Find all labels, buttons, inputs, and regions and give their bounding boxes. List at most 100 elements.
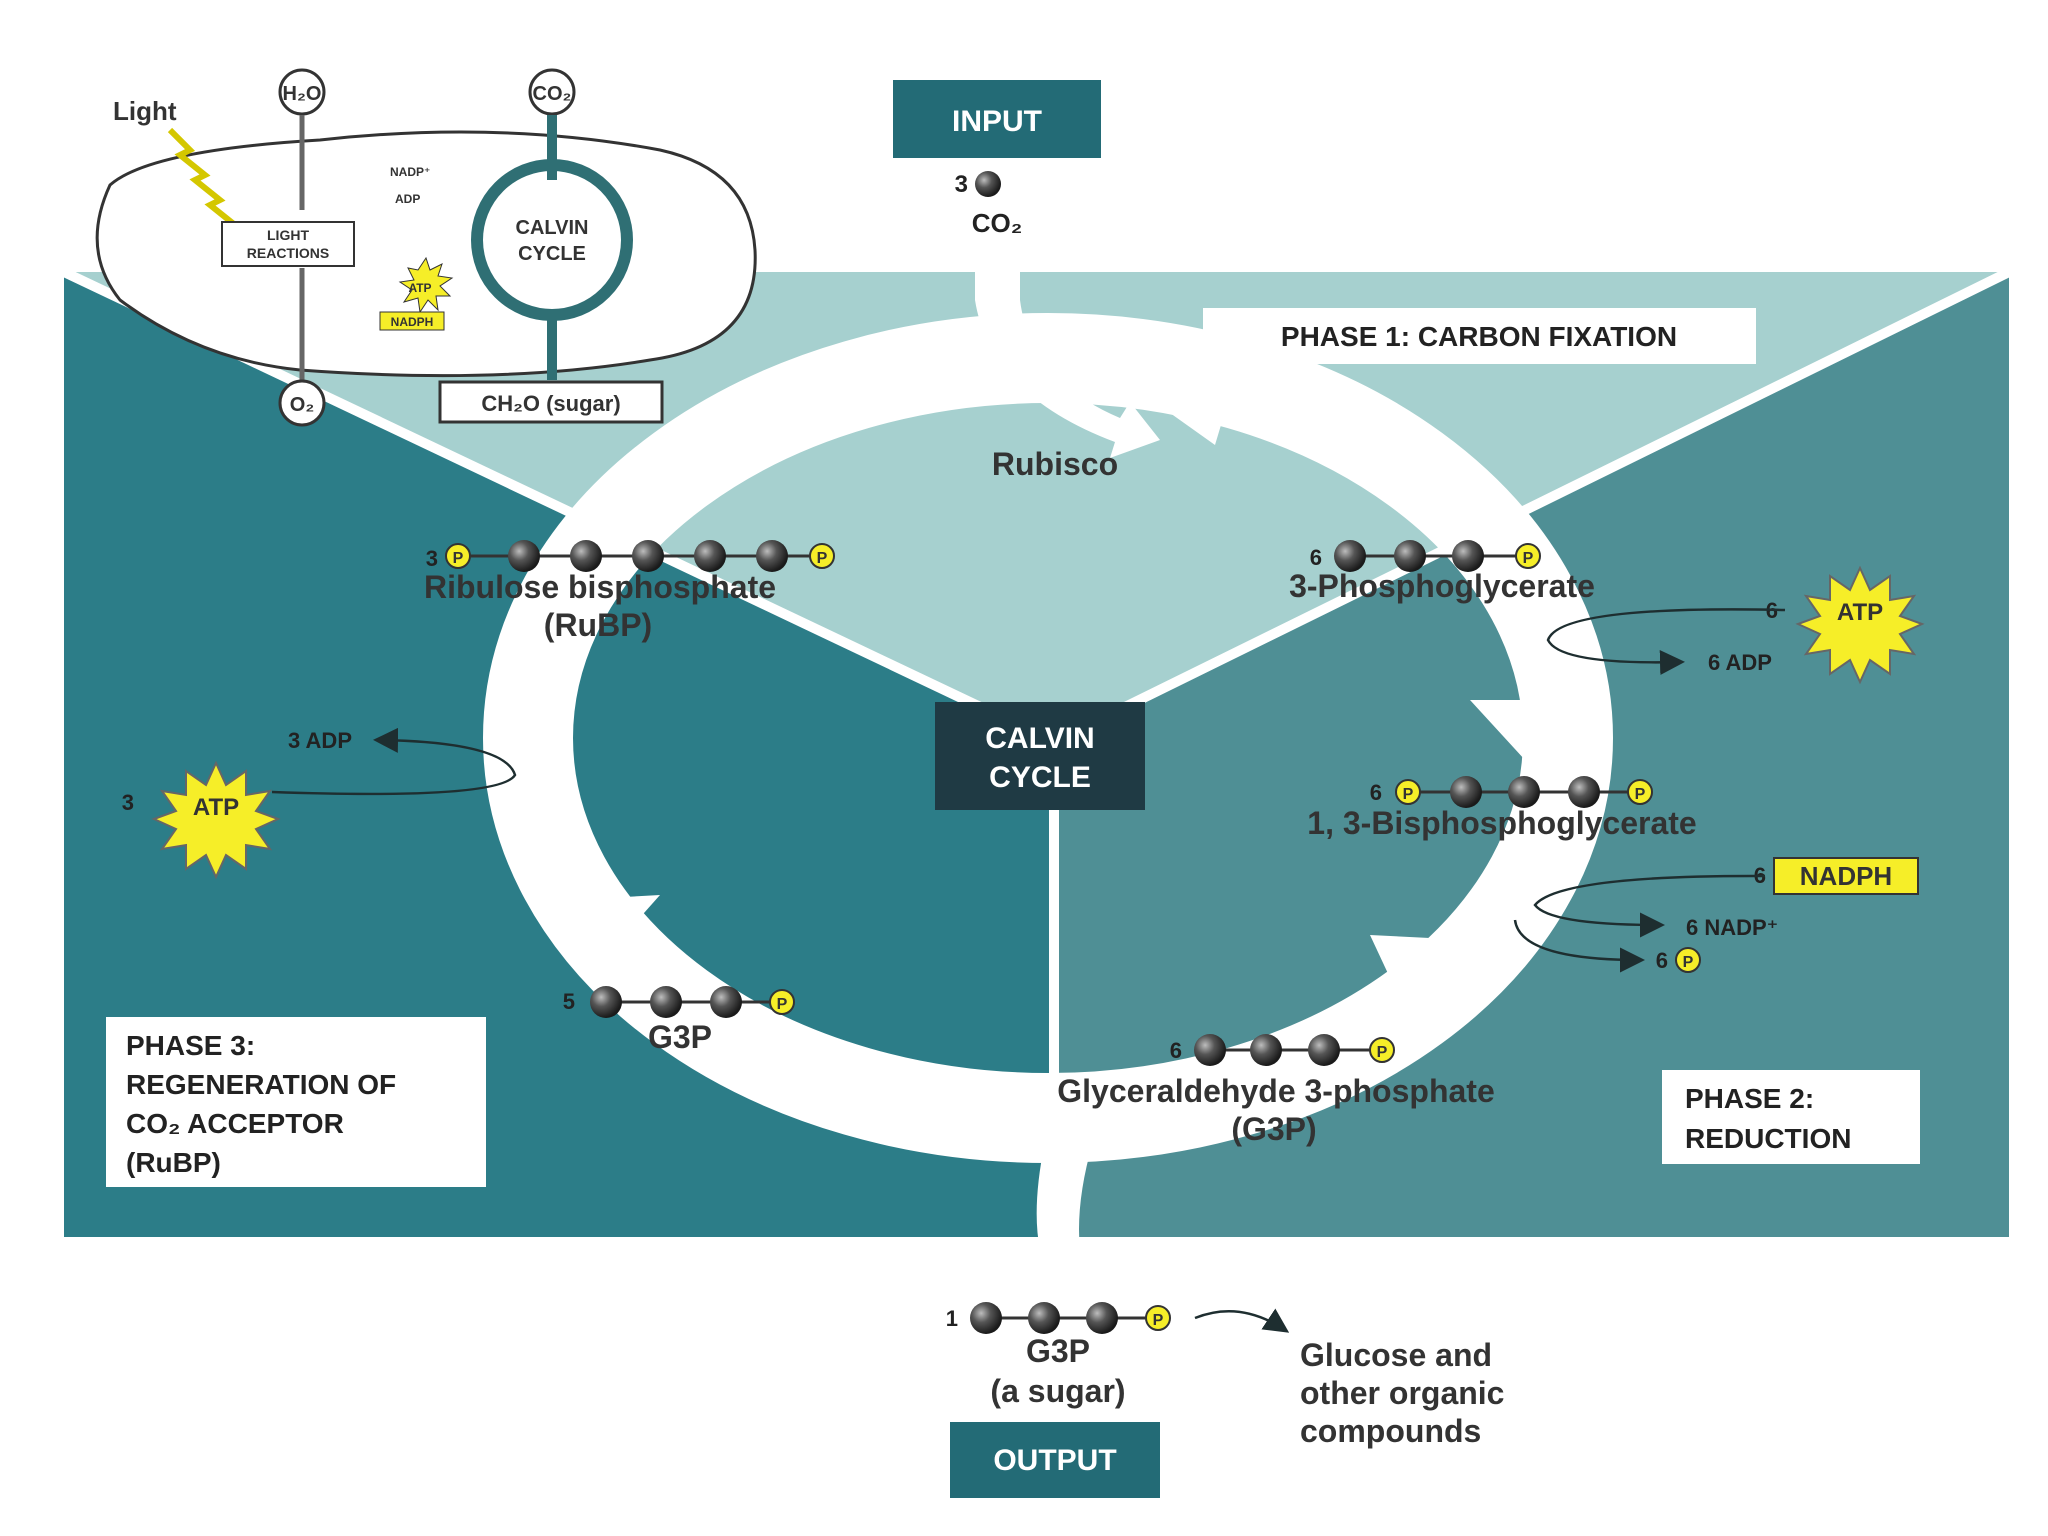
output-dest-3: compounds [1300, 1413, 1481, 1449]
inset-calvin-1: CALVIN [516, 217, 589, 239]
inset-h2o: H₂O [283, 83, 322, 105]
divider-right [1051, 267, 2012, 747]
phase2-line2: REDUCTION [1685, 1123, 1851, 1154]
ring-arrowhead-right-1 [1470, 700, 1575, 760]
carbon-ball [1394, 540, 1426, 572]
phosphate-label: P [817, 550, 828, 567]
phosphate-icon [1515, 543, 1541, 569]
carbon-ball [1568, 776, 1600, 808]
inset-nadp: NADP⁺ [390, 165, 430, 179]
input-group: INPUT 3 CO₂ [893, 80, 1101, 238]
pga-name: 3-Phosphoglycerate [1289, 568, 1595, 604]
step2-p-count: 6 [1656, 948, 1668, 973]
step1-adp: 6 ADP [1708, 650, 1772, 675]
step3-atp: ATP [193, 794, 239, 821]
inset-light-reactions-2: REACTIONS [247, 245, 329, 261]
g3p5-count: 5 [563, 989, 575, 1014]
step1-arrow [1546, 608, 1786, 675]
carbon-ball [1308, 1034, 1340, 1066]
carbon-ball [694, 540, 726, 572]
g3p5-name: G3P [648, 1019, 712, 1055]
ring-arrowhead-top [1135, 388, 1230, 445]
phosphate-icon [1145, 1305, 1171, 1331]
input-count: 3 [955, 171, 968, 198]
phosphate-icon [1369, 1037, 1395, 1063]
input-carbon-ball [975, 171, 1001, 197]
center-box [935, 702, 1145, 810]
output-count: 1 [946, 1306, 958, 1331]
inset-calvin-2: CYCLE [518, 243, 586, 265]
carbon-ball [1194, 1034, 1226, 1066]
step2-nadph-box [1773, 857, 1919, 895]
chloroplast-outline [95, 130, 757, 378]
step2-nadph: NADPH [1800, 861, 1892, 891]
input-co2: CO₂ [972, 208, 1023, 238]
output-sub: (a sugar) [990, 1373, 1125, 1409]
phosphate-label: P [1153, 1312, 1164, 1329]
ring-arrowhead-left-3 [505, 650, 575, 700]
carbon-ball [970, 1302, 1002, 1334]
phosphate-label: P [1377, 1044, 1388, 1061]
step3-atp-count: 3 [122, 790, 134, 815]
step2-nadp: 6 NADP⁺ [1686, 915, 1778, 940]
phosphate-icon [1395, 779, 1421, 805]
inset-atp-star-icon [398, 256, 454, 314]
phase3-line3: CO₂ ACCEPTOR [126, 1108, 344, 1139]
center-line2: CYCLE [989, 761, 1091, 794]
light-zigzag-icon [167, 127, 237, 228]
rubp-abbr: (RuBP) [544, 607, 652, 643]
rubp-molecule: 3 P P Ribulose bisphosphate (RuBP) [424, 540, 835, 643]
step1-atp: ATP [1837, 599, 1883, 626]
carbon-ball [710, 986, 742, 1018]
step2-p-arrow [1513, 919, 1645, 973]
sugar-box [438, 380, 664, 424]
center-line1: CALVIN [985, 722, 1094, 755]
phosphate-icon [769, 989, 795, 1015]
bpg-count: 6 [1370, 780, 1382, 805]
cycle-ring [483, 313, 1613, 1163]
carbon-ball [632, 540, 664, 572]
carbon-ball [1334, 540, 1366, 572]
rubp-name: Ribulose bisphosphate [424, 569, 776, 605]
output-dest-2: other organic [1300, 1375, 1504, 1411]
output-group: 1 P G3P (a sugar) OUTPUT Glucose and oth… [946, 1302, 1504, 1498]
carbon-ball [1450, 776, 1482, 808]
step2-energy: 6 NADPH 6 NADP⁺ 6 P [1513, 857, 1919, 973]
inset-light-reactions-1: LIGHT [267, 227, 309, 243]
inset-nadph: NADPH [391, 315, 434, 329]
output-name: G3P [1026, 1333, 1090, 1369]
phase1-label: PHASE 1: CARBON FIXATION [1281, 321, 1677, 352]
phase3-line2: REGENERATION OF [126, 1069, 396, 1100]
g3p-name: Glyceraldehyde 3-phosphate [1057, 1073, 1494, 1109]
carbon-ball [1028, 1302, 1060, 1334]
phosphate-icon [809, 543, 835, 569]
step1-energy: 6 ATP 6 ADP [1546, 565, 1925, 685]
phase2-box [1662, 1070, 1920, 1164]
g3p-molecule: 6 P Glyceraldehyde 3-phosphate (G3P) [1057, 1034, 1495, 1147]
step1-atp-star-icon [1795, 565, 1925, 685]
phosphate-icon [1675, 947, 1701, 973]
phosphate-label: P [453, 550, 464, 567]
bpg-molecule: 6 P P 1, 3-Bisphosphoglycerate [1307, 776, 1697, 841]
output-dest-arrow [1194, 1308, 1290, 1333]
inset-light-label: Light [113, 96, 177, 126]
phosphate-label: P [1683, 954, 1694, 971]
rubp-count: 3 [426, 546, 438, 571]
output-arrow [1010, 1120, 1110, 1295]
phosphate-label: P [777, 996, 788, 1013]
phosphate-label: P [1635, 786, 1646, 803]
pga-count: 6 [1310, 545, 1322, 570]
carbon-ball [570, 540, 602, 572]
inset-adp: ADP [395, 192, 420, 206]
ring-arrowhead-right-2 [1370, 935, 1470, 1010]
inset-atp: ATP [408, 281, 431, 295]
carbon-ball [650, 986, 682, 1018]
phosphate-label: P [1523, 550, 1534, 567]
chloroplast-inset: Light H₂O CO₂ CALVIN CYCLE LIGHT REACTIO… [95, 68, 757, 427]
inset-o2: O₂ [290, 394, 314, 416]
carbon-ball [1250, 1034, 1282, 1066]
g3p-abbr: (G3P) [1231, 1111, 1316, 1147]
step3-energy: 3 ADP 3 ATP [122, 727, 517, 880]
carbon-ball [590, 986, 622, 1018]
